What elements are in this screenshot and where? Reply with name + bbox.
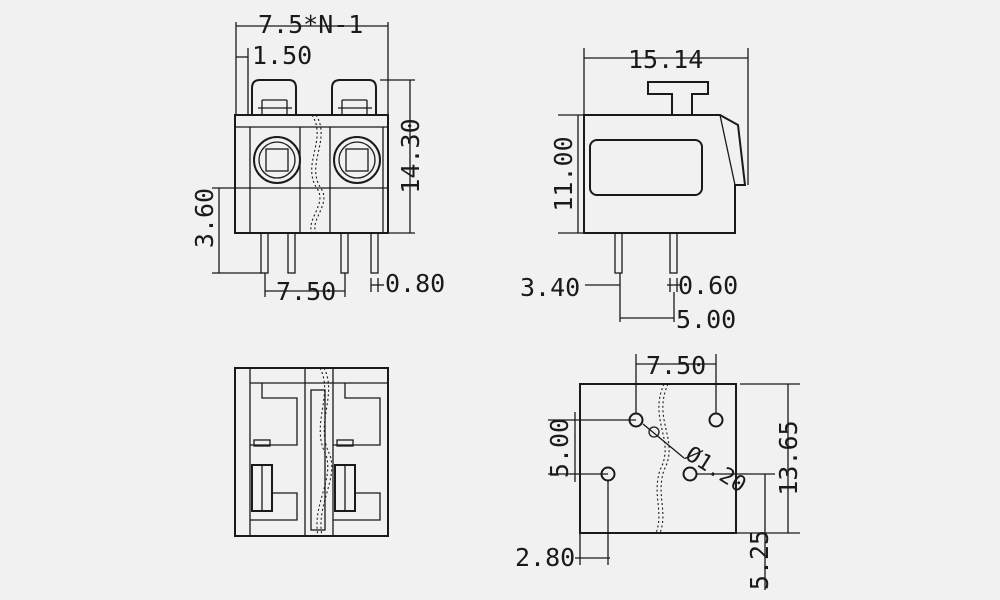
side-body	[583, 114, 747, 234]
front-wire-entry-right	[333, 136, 381, 184]
pcb-hole	[708, 412, 724, 428]
front-break-line	[310, 114, 321, 234]
dim-pcb-height: 13.65	[774, 420, 803, 495]
dim-front-pitch: 7.50	[276, 277, 336, 306]
dim-front-top: 7.5*N-1	[258, 10, 363, 39]
dim-pcb-bottom: 5.25	[745, 530, 774, 590]
dim-front-left: 3.60	[190, 188, 219, 248]
dim-pcb-vertical: 5.00	[545, 418, 574, 478]
dim-pcb-left: 2.80	[515, 543, 575, 572]
side-lever	[647, 81, 709, 116]
front-view: 7.5*N-1 1.50 14.30 3.60 7.50 0.80	[190, 10, 445, 306]
side-pin	[614, 232, 623, 274]
dim-front-pin-width: 1.50	[252, 41, 312, 70]
bottom-cavity-left	[250, 383, 298, 446]
front-pin	[260, 232, 269, 274]
pcb-layout: 7.50 5.00 Ø1.20 13.65 2.80 5.25	[515, 351, 803, 590]
dim-pcb-pitch: 7.50	[646, 351, 706, 380]
front-pin	[287, 232, 296, 274]
front-lever-left	[251, 79, 297, 115]
side-pin	[669, 232, 678, 274]
dim-side-pin-offset: 3.40	[520, 273, 580, 302]
bottom-cavity-right	[333, 383, 381, 446]
pcb-break-line	[659, 383, 670, 534]
dim-side-height: 11.00	[549, 136, 578, 211]
bottom-view	[234, 367, 389, 537]
pcb-hole-callout-icon	[648, 426, 660, 438]
bottom-body	[234, 367, 389, 537]
dim-front-pin-thick: 0.80	[385, 269, 445, 298]
front-pin	[370, 232, 379, 274]
dim-front-height: 14.30	[396, 118, 425, 193]
front-pin	[340, 232, 349, 274]
side-view: 15.14 11.00 3.40 0.60 5.00	[520, 45, 749, 334]
dim-side-width: 15.14	[628, 45, 703, 74]
front-wire-entry-left	[253, 136, 301, 184]
dim-side-pin-spacing: 5.00	[676, 305, 736, 334]
dim-pcb-hole: Ø1.20	[681, 442, 750, 498]
side-window	[589, 139, 703, 196]
dim-side-pin-thick: 0.60	[678, 271, 738, 300]
pcb-outline	[579, 383, 737, 534]
front-lever-right	[331, 79, 377, 115]
